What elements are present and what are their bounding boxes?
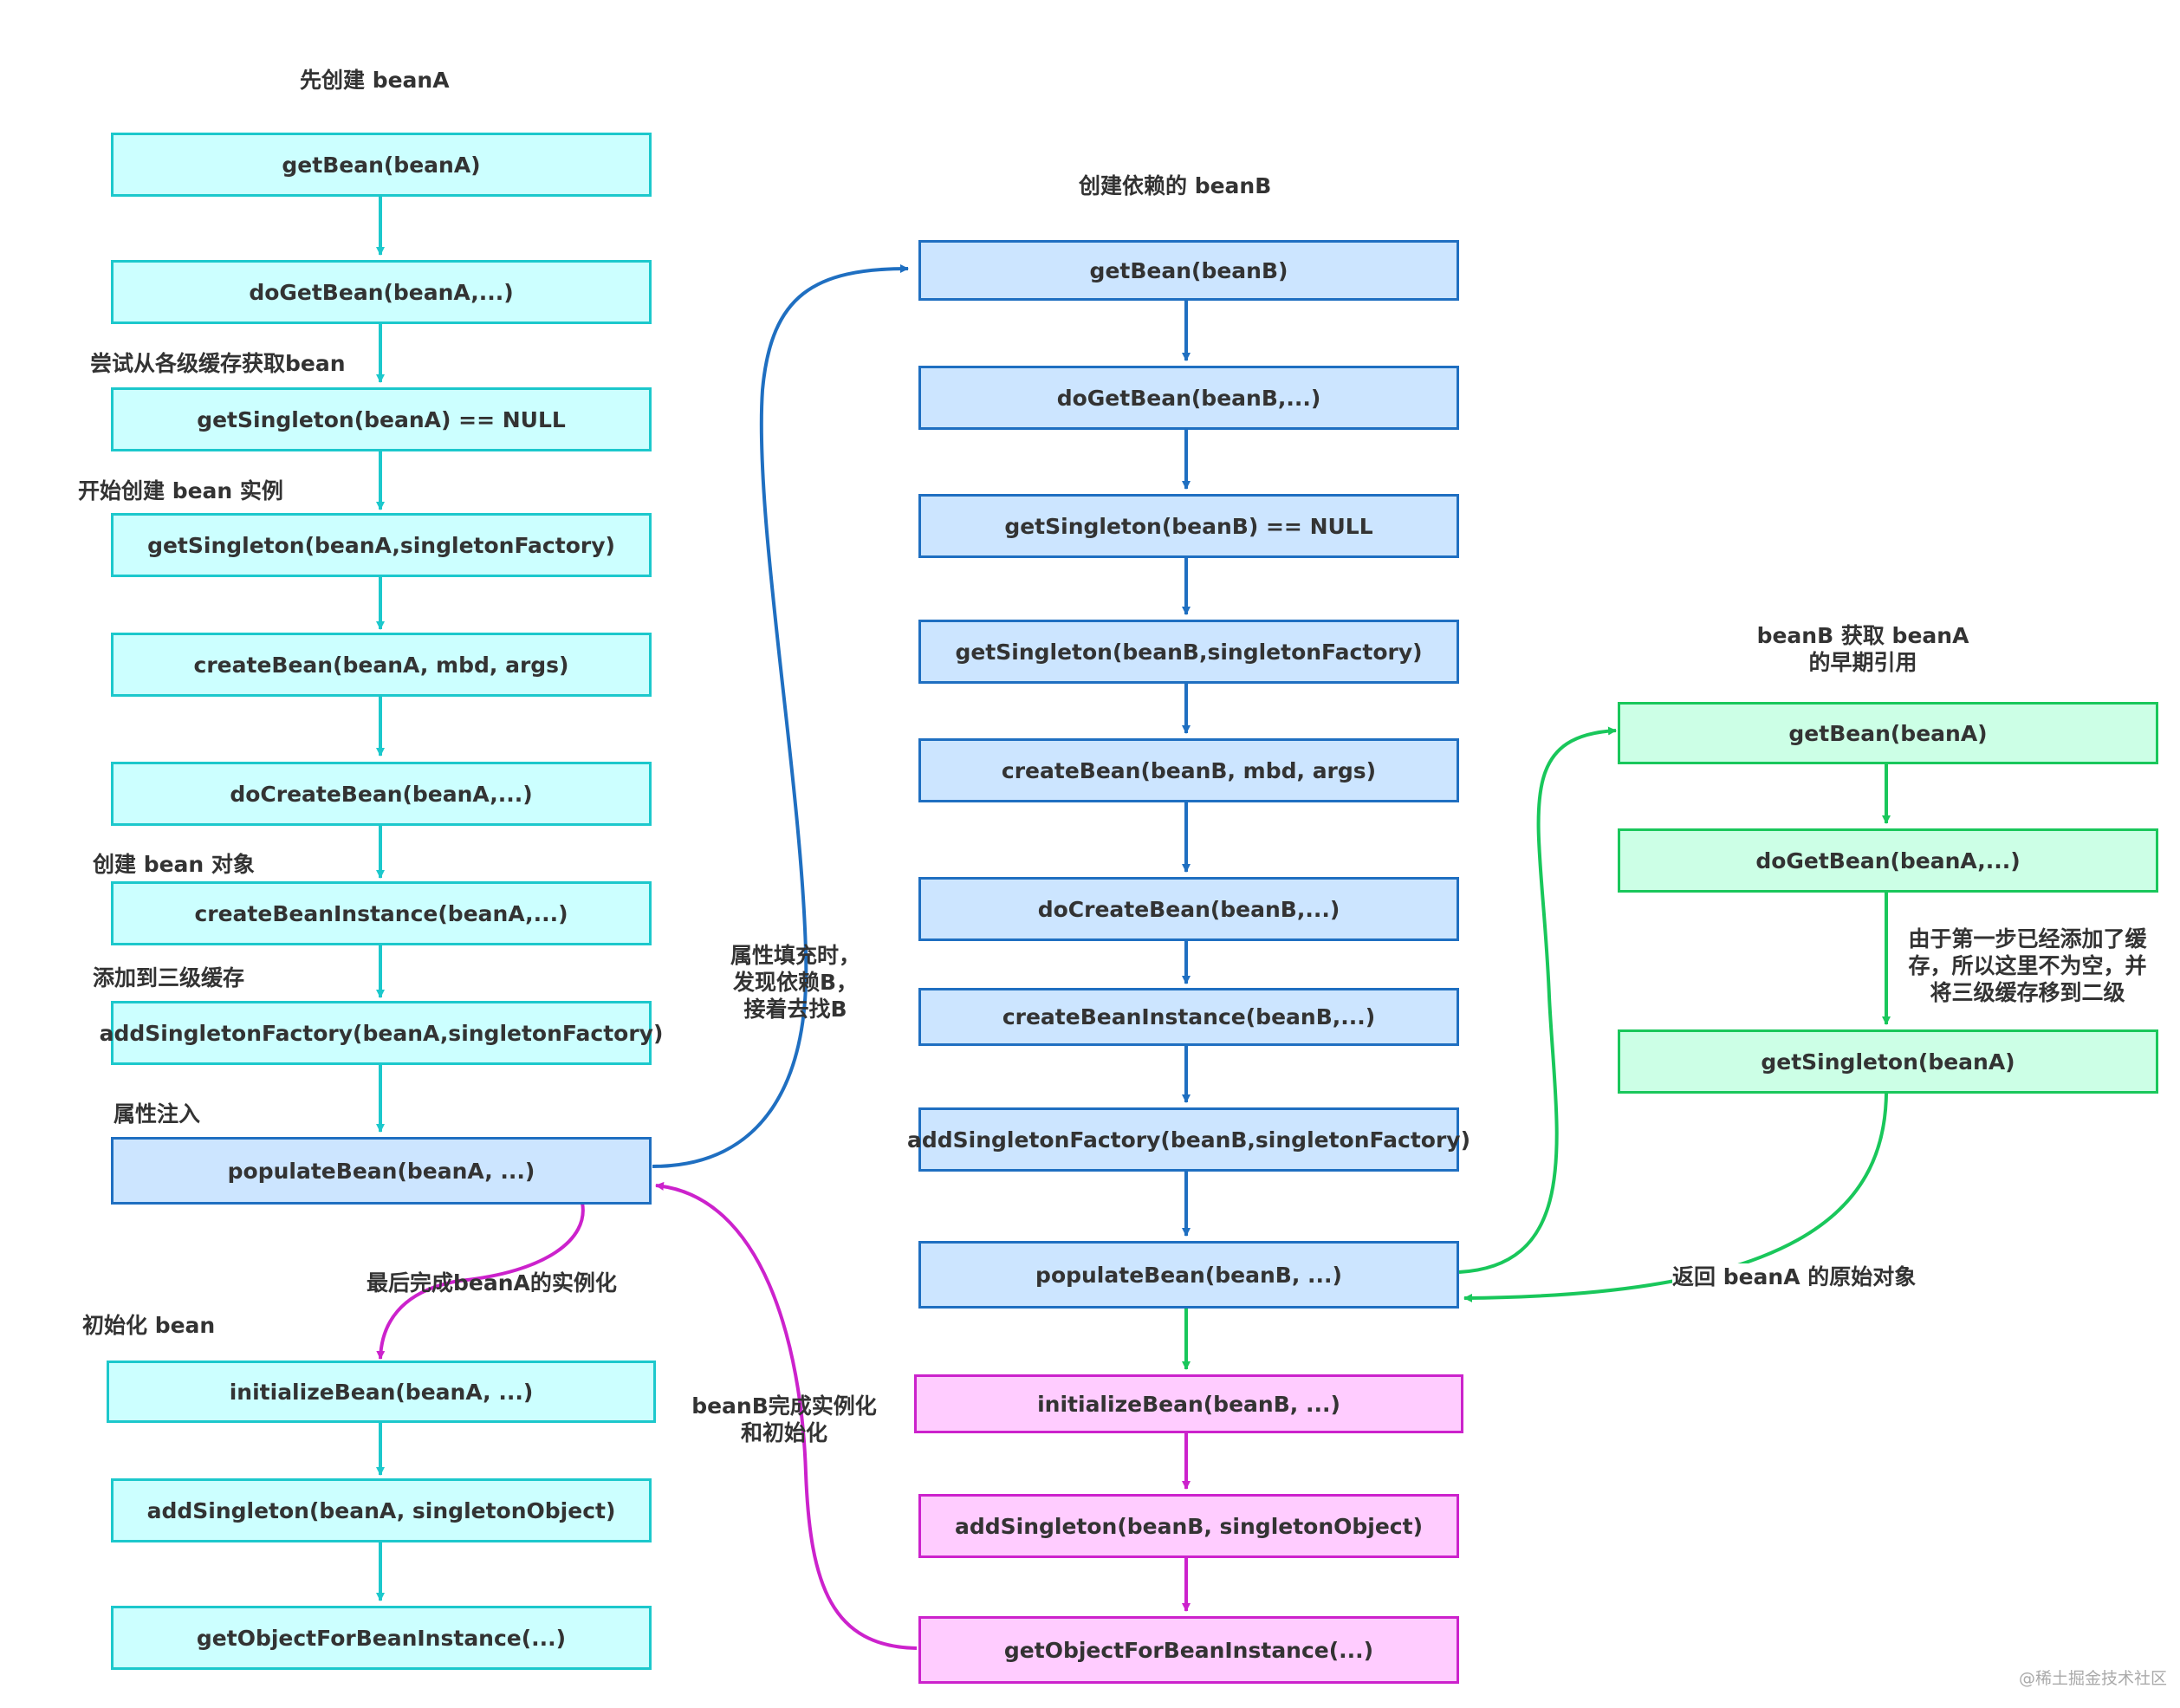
label-cache-note: 由于第一步已经添加了缓 存，所以这里不为空，并 将三级缓存移到二级 [1898, 925, 2157, 1006]
connector-populateA-to-getBeanB [652, 264, 909, 1168]
label-create-bean-object: 创建 bean 对象 [93, 852, 255, 877]
label-initialize-bean: 初始化 bean [82, 1313, 216, 1338]
label-populate-found-dependency-line3: 接着去找B [743, 997, 847, 1022]
label-beanB-done: beanB完成实例化 和初始化 [684, 1393, 884, 1446]
node-a-get-singleton-null: getSingleton(beanA) == NULL [111, 387, 652, 451]
heading-create-dep-beanB: 创建依赖的 beanB [1079, 173, 1272, 198]
label-beanB-done-line1: beanB完成实例化 [691, 1393, 877, 1419]
heading-beanB-gets-beanA-line2: 的早期引用 [1808, 650, 1917, 675]
node-b-get-singleton-null: getSingleton(beanB) == NULL [918, 494, 1459, 558]
label-return-raw-beanA: 返回 beanA 的原始对象 [1672, 1263, 1917, 1290]
connector-populateB-to-getBeanA [1458, 726, 1617, 1274]
label-try-caches: 尝试从各级缓存获取bean [90, 351, 346, 376]
node-b-get-bean: getBean(beanB) [918, 240, 1459, 301]
node-a-initialize-bean: initializeBean(beanA, ...) [107, 1361, 656, 1423]
watermark: @稀土掘金技术社区 [2019, 1669, 2168, 1688]
node-a-add-singleton-factory: addSingletonFactory(beanA,singletonFacto… [100, 1001, 663, 1065]
label-finish-beanA-instantiation: 最后完成beanA的实例化 [367, 1270, 617, 1296]
node-b-initialize-bean: initializeBean(beanB, ...) [914, 1374, 1463, 1433]
label-beanB-done-line2: 和初始化 [740, 1420, 827, 1445]
node-b-get-object-for-bean-instance: getObjectForBeanInstance(...) [918, 1616, 1459, 1684]
node-a-create-bean-instance: createBeanInstance(beanA,...) [111, 881, 652, 945]
label-populate-found-dependency-line2: 发现依赖B， [732, 970, 859, 995]
label-property-injection: 属性注入 [114, 1101, 201, 1127]
node-b-populate-bean: populateBean(beanB, ...) [918, 1241, 1459, 1309]
connector-getObjectB-to-populateA [655, 1181, 918, 1650]
node-c-do-get-bean: doGetBean(beanA,...) [1618, 828, 2158, 893]
node-a-populate-bean: populateBean(beanA, ...) [111, 1137, 652, 1205]
heading-create-beanA: 先创建 beanA [300, 68, 450, 93]
node-a-get-bean: getBean(beanA) [111, 133, 652, 197]
node-a-get-object-for-bean-instance: getObjectForBeanInstance(...) [111, 1606, 652, 1670]
connector-finish-beanA-instantiation [376, 1202, 585, 1360]
node-b-do-create-bean: doCreateBean(beanB,...) [918, 877, 1459, 941]
node-a-create-bean: createBean(beanA, mbd, args) [111, 633, 652, 697]
label-cache-note-line1: 由于第一步已经添加了缓 [1908, 926, 2147, 951]
node-a-do-get-bean: doGetBean(beanA,...) [111, 260, 652, 324]
node-b-get-singleton-factory: getSingleton(beanB,singletonFactory) [918, 620, 1459, 684]
node-b-create-bean-instance: createBeanInstance(beanB,...) [918, 988, 1459, 1046]
node-b-add-singleton: addSingleton(beanB, singletonObject) [918, 1494, 1459, 1558]
node-c-get-singleton: getSingleton(beanA) [1618, 1029, 2158, 1094]
label-populate-found-dependency: 属性填充时， 发现依赖B， 接着去找B [709, 942, 882, 1023]
label-cache-note-line2: 存，所以这里不为空，并 [1908, 953, 2147, 978]
node-a-do-create-bean: doCreateBean(beanA,...) [111, 762, 652, 826]
node-a-get-singleton-factory: getSingleton(beanA,singletonFactory) [111, 513, 652, 577]
label-start-create-instance: 开始创建 bean 实例 [78, 478, 283, 503]
label-add-to-third-cache: 添加到三级缓存 [93, 965, 245, 990]
connector-getSingletonA-return-to-populateB [1463, 1093, 1888, 1302]
heading-beanB-gets-beanA-line1: beanB 获取 beanA [1756, 623, 1969, 648]
node-b-create-bean: createBean(beanB, mbd, args) [918, 738, 1459, 802]
label-populate-found-dependency-line1: 属性填充时， [730, 943, 860, 968]
node-a-add-singleton: addSingleton(beanA, singletonObject) [111, 1478, 652, 1542]
node-b-add-singleton-factory: addSingletonFactory(beanB,singletonFacto… [907, 1107, 1470, 1172]
node-b-do-get-bean: doGetBean(beanB,...) [918, 366, 1459, 430]
heading-beanB-gets-beanA: beanB 获取 beanA 的早期引用 [1750, 622, 1976, 676]
label-cache-note-line3: 将三级缓存移到二级 [1930, 980, 2125, 1005]
node-c-get-bean: getBean(beanA) [1618, 702, 2158, 764]
